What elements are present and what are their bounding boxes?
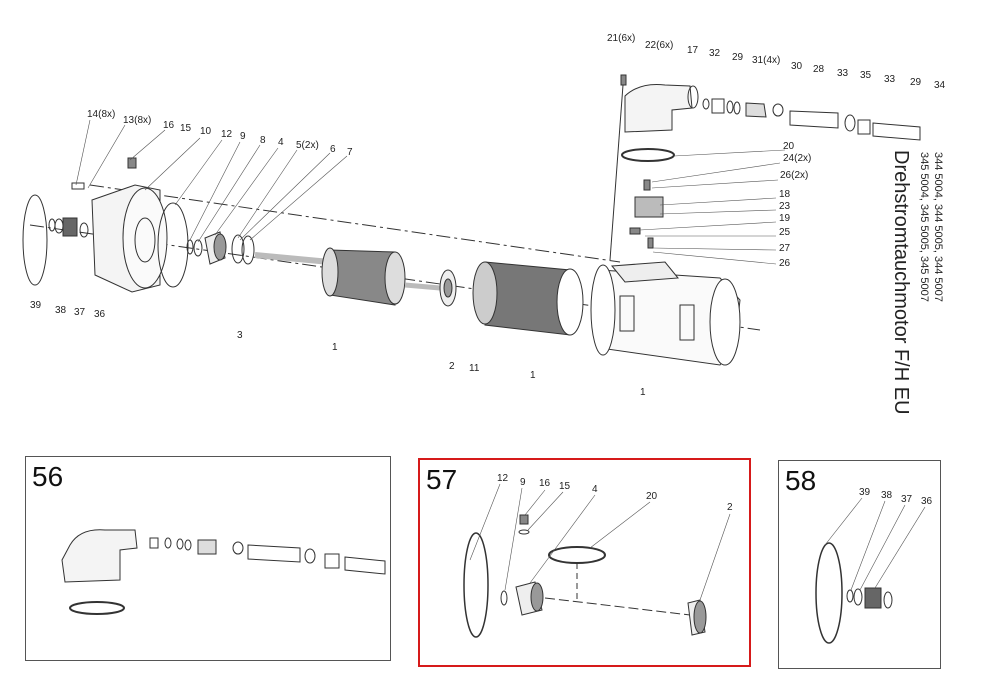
callout: 26 xyxy=(779,258,791,269)
callout: 39 xyxy=(859,487,871,498)
callout: 12 xyxy=(497,473,509,484)
callout: 2 xyxy=(449,361,455,372)
callout: 38 xyxy=(881,490,893,501)
callout: 9 xyxy=(240,131,246,142)
callout: 25 xyxy=(779,227,791,238)
callout: 36 xyxy=(921,496,933,507)
callout: 14(8x) xyxy=(87,109,116,120)
callout: 30 xyxy=(791,61,803,72)
kit-number: 58 xyxy=(785,465,817,496)
callout: 37 xyxy=(901,494,913,505)
callout: 34 xyxy=(934,80,946,91)
callout: 26(2x) xyxy=(780,170,809,181)
callout: 21(6x) xyxy=(607,33,636,44)
callout: 29 xyxy=(732,52,744,63)
callout: 18 xyxy=(779,189,791,200)
callout: 5(2x) xyxy=(296,140,319,151)
callout: 16 xyxy=(539,478,551,489)
oring-20 xyxy=(621,148,675,162)
callout: 13(8x) xyxy=(123,115,152,126)
callout: 9 xyxy=(520,477,526,488)
callout: 32 xyxy=(709,48,721,59)
callout: 37 xyxy=(74,307,86,318)
callout: 20 xyxy=(783,141,795,152)
callout: 17 xyxy=(687,45,699,56)
callout: 4 xyxy=(278,137,284,148)
callout: 22(6x) xyxy=(645,40,674,51)
callout: 20 xyxy=(646,491,658,502)
kit-57-panel-selected[interactable]: 57 xyxy=(418,458,751,667)
kit-58-panel[interactable]: 58 xyxy=(778,460,941,669)
kit-56-panel[interactable]: 56 xyxy=(25,456,391,661)
callout: 31(4x) xyxy=(752,55,781,66)
callout: 35 xyxy=(860,70,872,81)
oring-12 xyxy=(157,202,189,288)
callout: 3 xyxy=(237,330,243,341)
callout: 24(2x) xyxy=(783,153,812,164)
callout: 29 xyxy=(910,77,922,88)
model-numbers-line2: 345 5004, 345 5005, 345 5007 xyxy=(918,152,930,302)
seal-36 xyxy=(62,217,78,237)
callout: 1 xyxy=(640,387,646,398)
cable-housing-17 xyxy=(624,84,693,133)
terminal-block-18 xyxy=(634,196,664,218)
callout: 1 xyxy=(332,342,338,353)
callout: 11 xyxy=(469,363,480,374)
callout: 28 xyxy=(813,64,825,75)
callout: 27 xyxy=(779,243,791,254)
kit-number: 56 xyxy=(32,461,64,492)
callout: 15 xyxy=(559,481,571,492)
callout: 4 xyxy=(592,484,598,495)
callout: 33 xyxy=(837,68,849,79)
callout: 36 xyxy=(94,309,106,320)
callout: 33 xyxy=(884,74,896,85)
callout: 10 xyxy=(200,126,212,137)
model-numbers-line1: 344 5004, 344 5005, 344 5007 xyxy=(932,152,944,302)
diagram-title: Drehstromtauchmotor F/H EU xyxy=(890,150,912,415)
callout: 6 xyxy=(330,144,336,155)
callout: 39 xyxy=(30,300,42,311)
callout: 16 xyxy=(163,120,175,131)
kit-number: 57 xyxy=(426,464,458,495)
callout: 7 xyxy=(347,147,353,158)
oring-39 xyxy=(22,194,48,286)
callout: 1 xyxy=(530,370,536,381)
callout: 2 xyxy=(727,502,733,513)
callout: 12 xyxy=(221,129,233,140)
callout: 19 xyxy=(779,213,791,224)
callout: 38 xyxy=(55,305,67,316)
callout: 23 xyxy=(779,201,791,212)
callout: 8 xyxy=(260,135,266,146)
callout: 15 xyxy=(180,123,192,134)
